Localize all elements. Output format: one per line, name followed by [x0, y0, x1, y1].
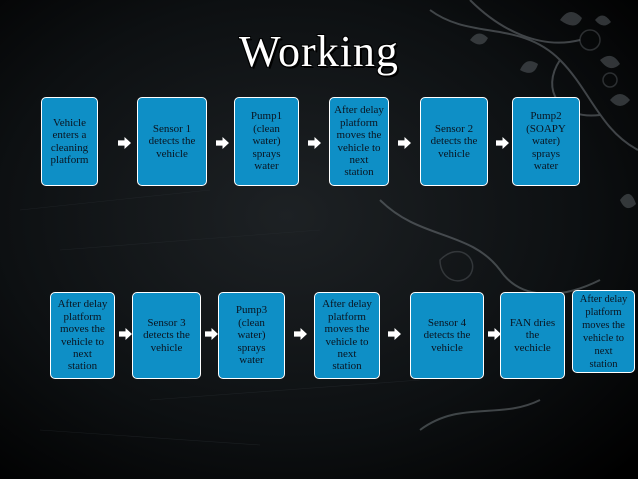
page-title: Working — [0, 26, 638, 77]
step-pump-1: Pump1 (clean water) sprays water — [234, 97, 299, 186]
step-after-delay-4: After delay platform moves the vehicle t… — [572, 290, 635, 373]
step-after-delay-2: After delay platform moves the vehicle t… — [50, 292, 115, 379]
step-label: After delay platform moves the vehicle t… — [580, 293, 628, 371]
step-sensor-1: Sensor 1 detects the vehicle — [137, 97, 207, 186]
step-label: After delay platform moves the vehicle t… — [334, 104, 384, 178]
step-label: After delay platform moves the vehicle t… — [322, 298, 372, 372]
step-label: Pump2 (SOAPY water) sprays water — [526, 110, 566, 172]
step-label: FAN dries the vechicle — [510, 317, 555, 354]
step-after-delay-3: After delay platform moves the vehicle t… — [314, 292, 380, 379]
step-label: Vehicle enters a cleaning platform — [51, 117, 89, 167]
step-pump-2: Pump2 (SOAPY water) sprays water — [512, 97, 580, 186]
step-after-delay-1: After delay platform moves the vehicle t… — [329, 97, 389, 186]
step-pump-3: Pump3 (clean water) sprays water — [218, 292, 285, 379]
step-label: Pump1 (clean water) sprays water — [251, 110, 282, 172]
step-sensor-4: Sensor 4 detects the vehicle — [410, 292, 484, 379]
step-label: Sensor 4 detects the vehicle — [424, 317, 471, 354]
step-sensor-2: Sensor 2 detects the vehicle — [420, 97, 488, 186]
step-vehicle-enters: Vehicle enters a cleaning platform — [41, 97, 98, 186]
step-label: Pump3 (clean water) sprays water — [236, 304, 267, 366]
step-label: Sensor 2 detects the vehicle — [431, 123, 478, 160]
step-sensor-3: Sensor 3 detects the vehicle — [132, 292, 201, 379]
step-label: After delay platform moves the vehicle t… — [58, 298, 108, 372]
step-label: Sensor 1 detects the vehicle — [149, 123, 196, 160]
step-label: Sensor 3 detects the vehicle — [143, 317, 190, 354]
step-fan-dries: FAN dries the vechicle — [500, 292, 565, 379]
